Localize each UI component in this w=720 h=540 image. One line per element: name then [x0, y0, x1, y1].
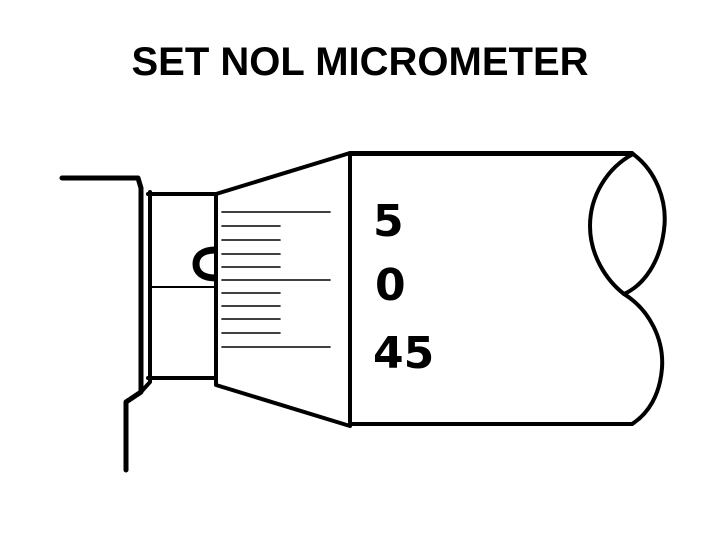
frame-outline: [59, 175, 144, 473]
thimble-number-lower: 45: [373, 328, 434, 379]
thimble-end-cap: [588, 152, 667, 296]
page-title: SET NOL MICROMETER: [131, 40, 589, 84]
thimble-graduations: [221, 211, 331, 348]
thimble-number-upper: 5: [373, 196, 404, 247]
frame-inner-edge: [139, 190, 152, 394]
thimble-bevel: [214, 151, 352, 428]
thimble-number-middle: 0: [375, 260, 406, 311]
sleeve-zero-mark: [192, 246, 217, 282]
thimble-end-lower: [622, 292, 665, 426]
